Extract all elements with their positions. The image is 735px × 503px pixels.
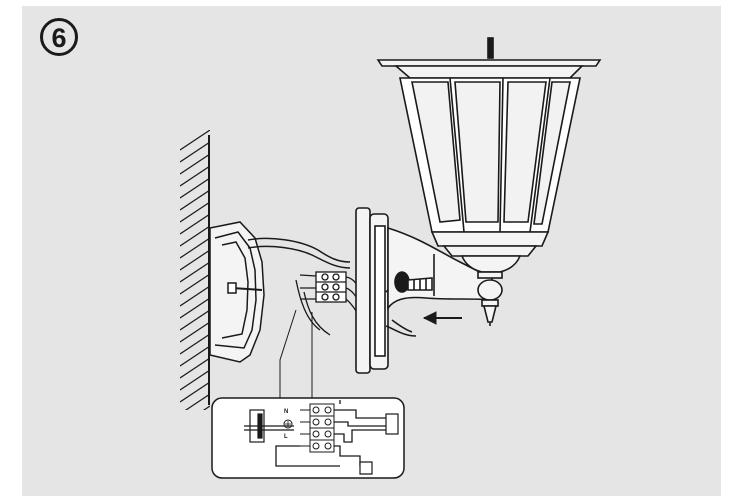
callout-lines [279, 309, 313, 398]
terminal-labels: N L [283, 409, 293, 440]
live-label: L [284, 434, 288, 440]
wall [180, 130, 210, 410]
supply-cable [247, 237, 351, 269]
terminal-strip [300, 403, 335, 453]
earth-symbol [283, 419, 293, 429]
push-direction-arrow [422, 311, 462, 325]
lantern-head [376, 37, 602, 326]
terminal-connector [295, 271, 361, 336]
wall-hatching [180, 130, 210, 410]
junction-box [209, 221, 265, 363]
lamp-arm [387, 226, 493, 311]
mounting-plate [355, 207, 417, 374]
wiring-detail-callout: N L [211, 397, 405, 479]
step-number-badge: 6 [40, 18, 78, 56]
detail-wires [275, 400, 388, 467]
step-number: 6 [51, 22, 67, 53]
neutral-label: N [284, 409, 288, 415]
